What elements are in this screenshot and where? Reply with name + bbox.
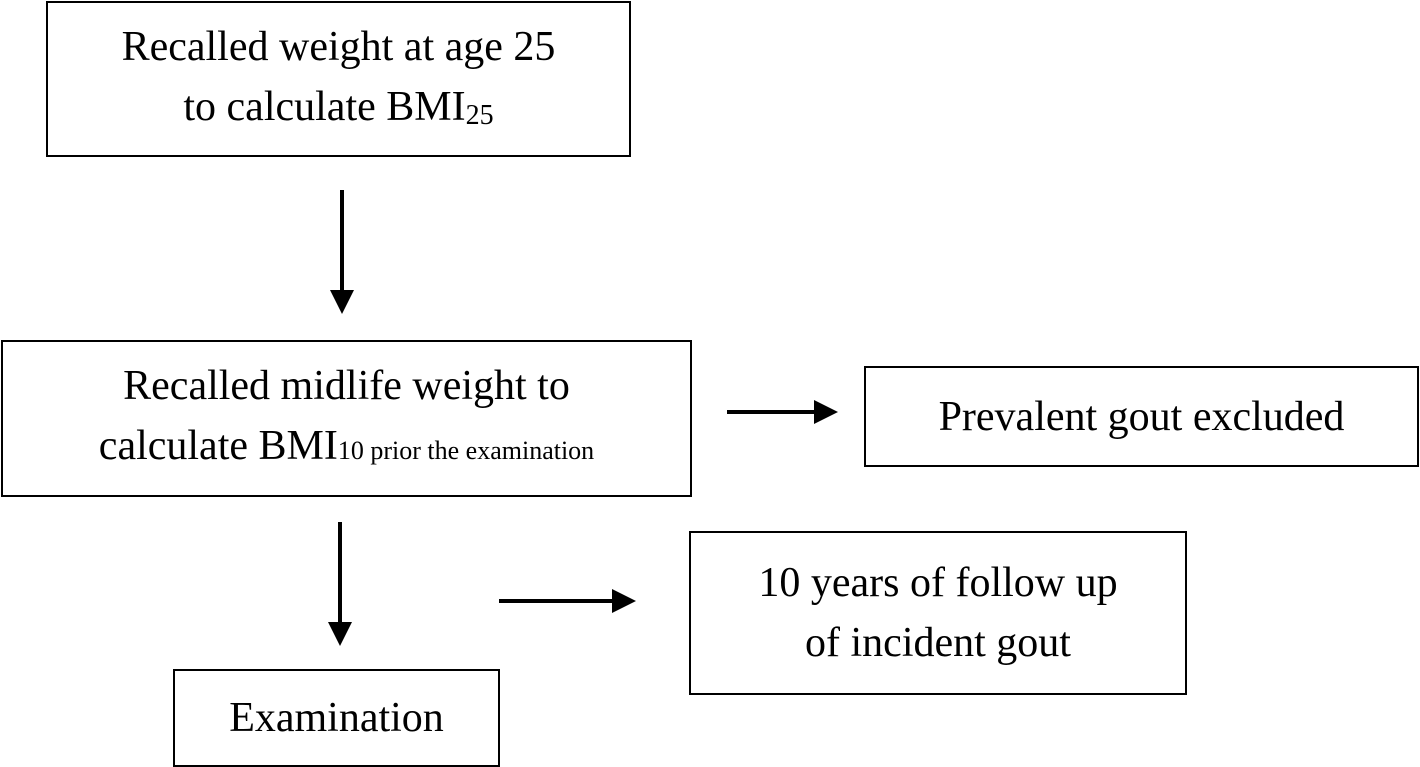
- bmi-subscript: 25: [465, 99, 494, 131]
- node-recalled-midlife-weight-line1: Recalled midlife weight to: [123, 363, 570, 409]
- node-prevalent-gout-excluded-label: Prevalent gout excluded: [938, 393, 1345, 440]
- node-prevalent-gout-excluded: Prevalent gout excluded: [864, 366, 1419, 467]
- arrow-right-prevalent: [727, 400, 838, 424]
- arrow-right-follow-up: [499, 589, 636, 613]
- bmi-subscript: 10 prior the examination: [337, 436, 595, 465]
- node-follow-up: 10 years of follow up of incident gout: [689, 531, 1187, 695]
- node-recalled-midlife-weight: Recalled midlife weight to calculate BMI…: [1, 340, 692, 497]
- arrow-down-2: [328, 522, 352, 646]
- arrow-down-1: [330, 190, 354, 314]
- node-recalled-midlife-weight-line2: calculate BMI10 prior the examination: [99, 416, 594, 481]
- node-examination: Examination: [173, 669, 500, 767]
- node-follow-up-line1: 10 years of follow up: [758, 560, 1118, 606]
- node-recalled-weight-age-25-line2: to calculate BMI25: [122, 77, 556, 142]
- bmi-label: calculate BMI: [98, 423, 338, 469]
- node-recalled-weight-age-25: Recalled weight at age 25 to calculate B…: [46, 1, 631, 157]
- node-follow-up-line2: of incident gout: [805, 620, 1071, 666]
- node-examination-label: Examination: [229, 695, 444, 741]
- node-recalled-weight-age-25-line1: Recalled weight at age 25: [121, 23, 556, 70]
- bmi-label: to calculate BMI: [183, 83, 466, 130]
